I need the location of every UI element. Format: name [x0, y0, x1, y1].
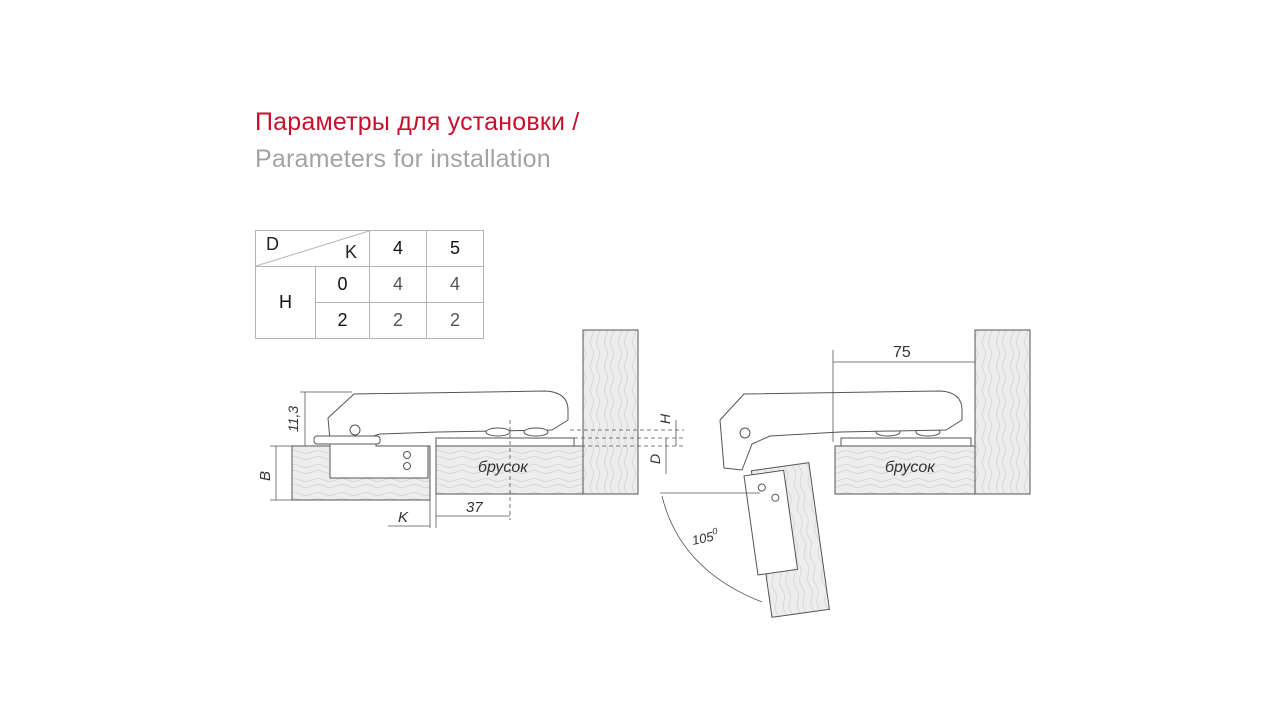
dim-75-label: 75 [893, 344, 911, 361]
open-hinge-view: брусок 75 1050 [660, 329, 1031, 618]
angle-value: 105 [691, 529, 716, 548]
table-header-row: D K 4 5 [255, 230, 484, 267]
page-subtitle: Parameters for installation [255, 145, 551, 173]
open-door [743, 462, 830, 618]
row-k-value: 2 [315, 302, 370, 339]
screw-hole [771, 493, 780, 502]
hinge-base [313, 435, 381, 445]
dim-37-label: 37 [466, 499, 483, 516]
page-title: Параметры для установки / [255, 108, 580, 136]
dim-h-label: H [657, 413, 673, 424]
angle-degree-mark: 0 [711, 526, 718, 537]
corner-label-k: K [344, 242, 357, 262]
mounting-plate-right [840, 437, 972, 447]
brusok-label-right: брусок [885, 459, 936, 476]
dim-d-label: D [647, 454, 663, 464]
hinge-cup-open [743, 469, 799, 576]
table-row: 2 2 2 [256, 302, 484, 339]
screw-hole [403, 451, 411, 459]
mounting-plate [435, 437, 575, 447]
corner-label-d: D [266, 234, 279, 254]
table-corner-cell: D K [255, 230, 370, 267]
wood-block-right [834, 445, 976, 495]
table-cell: 2 [369, 302, 427, 339]
dim-b-label: B [257, 471, 274, 481]
angle-label: 1050 [690, 526, 720, 548]
plate-screw [485, 427, 511, 437]
dim-k-label: K [398, 509, 409, 526]
plate-screw [523, 427, 549, 437]
screw-hole [757, 483, 766, 492]
angle-arc [661, 495, 763, 603]
hinge-arm [327, 390, 569, 441]
cabinet-side-panel [582, 329, 639, 495]
table-cell: 4 [426, 266, 484, 303]
hinge-pivot [349, 424, 361, 436]
hinge-cup [329, 439, 429, 479]
brusok-label-left: брусок [478, 459, 529, 476]
parameters-table: D K 4 5 H 0 4 4 2 2 2 [255, 230, 484, 339]
hinge-pivot [739, 427, 751, 439]
screw-hole [403, 462, 411, 470]
hinge-arm-right [719, 390, 963, 471]
table-cell: 2 [426, 302, 484, 339]
corner-diagonal [256, 231, 369, 266]
wood-block [435, 445, 584, 495]
cabinet-side-panel-right [974, 329, 1031, 495]
table-cell: 4 [369, 266, 427, 303]
dim-11-3-label: 11,3 [285, 406, 301, 432]
closed-hinge-view: брусок 11,3 B K 37 H D [257, 329, 684, 528]
